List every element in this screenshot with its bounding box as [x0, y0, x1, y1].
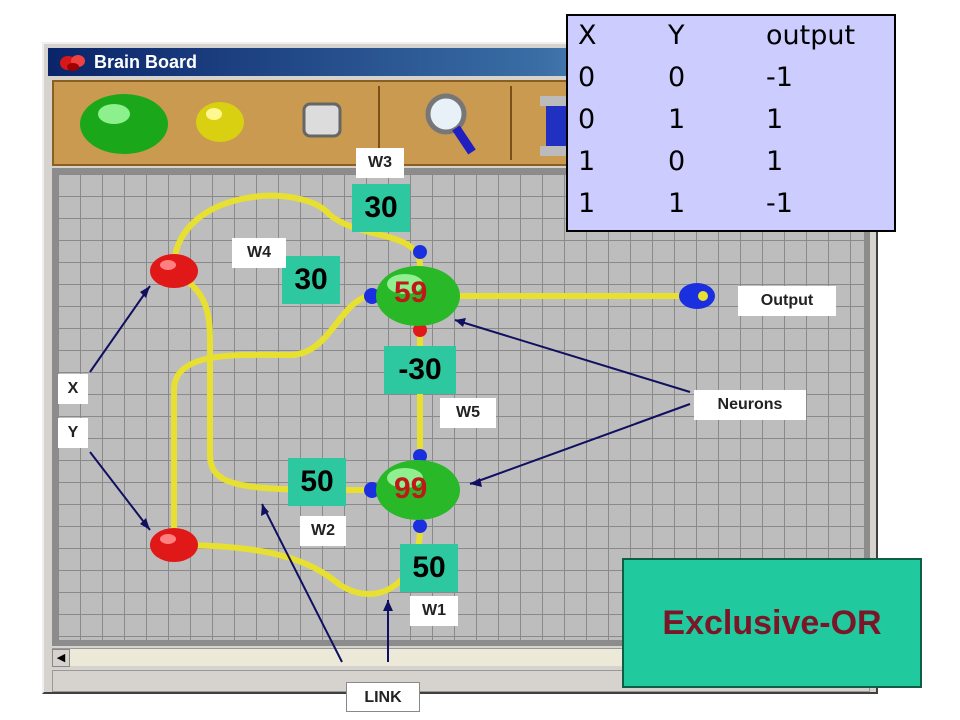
- truth-table-cell: 1: [578, 146, 596, 177]
- neurons-label: Neurons: [694, 390, 806, 420]
- weight-w2-label: W2: [300, 516, 346, 546]
- truth-table-cell: 1: [766, 104, 784, 135]
- input-node-y-highlight: [160, 534, 176, 544]
- truth-table-cell: -1: [766, 62, 793, 93]
- app-logo-icon: [60, 55, 85, 71]
- truth-table-cell: 0: [668, 146, 686, 177]
- weight-w2-value[interactable]: 50: [288, 458, 346, 506]
- yellow-node-tool-icon[interactable]: [190, 96, 250, 146]
- truth-table-cell: 0: [578, 62, 596, 93]
- link-top-input-to-bottom-neuron-w2: [171, 267, 373, 493]
- output-label: Output: [738, 286, 836, 316]
- truth-table-header-output: output: [766, 20, 856, 51]
- upper-neuron[interactable]: [364, 245, 460, 337]
- truth-table-cell: 0: [578, 104, 596, 135]
- scroll-left-arrow-icon[interactable]: ◀: [52, 649, 70, 667]
- output-node[interactable]: [679, 283, 715, 309]
- arrow-neurons-to-upper: [454, 319, 691, 393]
- truth-table-cell: 1: [578, 188, 596, 219]
- truth-table-cell: 1: [668, 188, 686, 219]
- truth-table-cell: -1: [766, 188, 793, 219]
- window-title: Brain Board: [94, 52, 198, 72]
- y-input-label: Y: [58, 418, 88, 448]
- bottom-neuron-value: 99: [394, 472, 428, 505]
- green-neuron-tool-icon[interactable]: [62, 86, 172, 160]
- stop-tool-icon[interactable]: [292, 96, 352, 146]
- input-node-y[interactable]: [150, 528, 198, 562]
- weight-w5-label: W5: [440, 398, 496, 428]
- link-top-input-to-upper-neuron-w3: [171, 192, 423, 271]
- arrow-neurons-to-bottom: [469, 403, 691, 485]
- truth-table-cell: 0: [668, 62, 686, 93]
- input-node-x[interactable]: [150, 254, 198, 288]
- x-input-label: X: [58, 374, 88, 404]
- magnifier-tool-icon[interactable]: [414, 86, 484, 162]
- weight-w3-label: W3: [356, 148, 404, 178]
- input-node-x-highlight: [160, 260, 176, 270]
- arrow-link-to-w2-link: [261, 503, 343, 663]
- truth-table-cell: 1: [668, 104, 686, 135]
- link-bottom-input-to-bottom-neuron-w1: [171, 525, 423, 597]
- weight-w3-value[interactable]: 30: [352, 184, 410, 232]
- arrow-y-to-input: [89, 451, 151, 531]
- weight-w1-value[interactable]: 50: [400, 544, 458, 592]
- weight-w5-value[interactable]: -30: [384, 346, 456, 394]
- toolbar-separator: [378, 86, 380, 160]
- truth-table-header-x: X: [578, 20, 597, 51]
- link-label: LINK: [346, 682, 420, 712]
- exclusive-or-title: Exclusive-OR: [662, 603, 882, 642]
- weight-w1-label: W1: [410, 596, 458, 626]
- truth-table-header-y: Y: [668, 20, 685, 51]
- truth-table: X Y output 0 0 -1 0 1 1 1 0 1 1 1 -1: [566, 14, 896, 232]
- link-bottom-input-to-upper-neuron-w4: [171, 293, 373, 548]
- bottom-neuron[interactable]: [364, 449, 460, 533]
- arrow-x-to-input: [89, 285, 151, 373]
- weight-w4-value[interactable]: 30: [282, 256, 340, 304]
- exclusive-or-banner: Exclusive-OR: [622, 558, 922, 688]
- upper-neuron-value: 59: [394, 276, 428, 309]
- toolbar-separator: [510, 86, 512, 160]
- truth-table-cell: 1: [766, 146, 784, 177]
- weight-w4-label: W4: [232, 238, 286, 268]
- arrow-heads: [140, 286, 482, 611]
